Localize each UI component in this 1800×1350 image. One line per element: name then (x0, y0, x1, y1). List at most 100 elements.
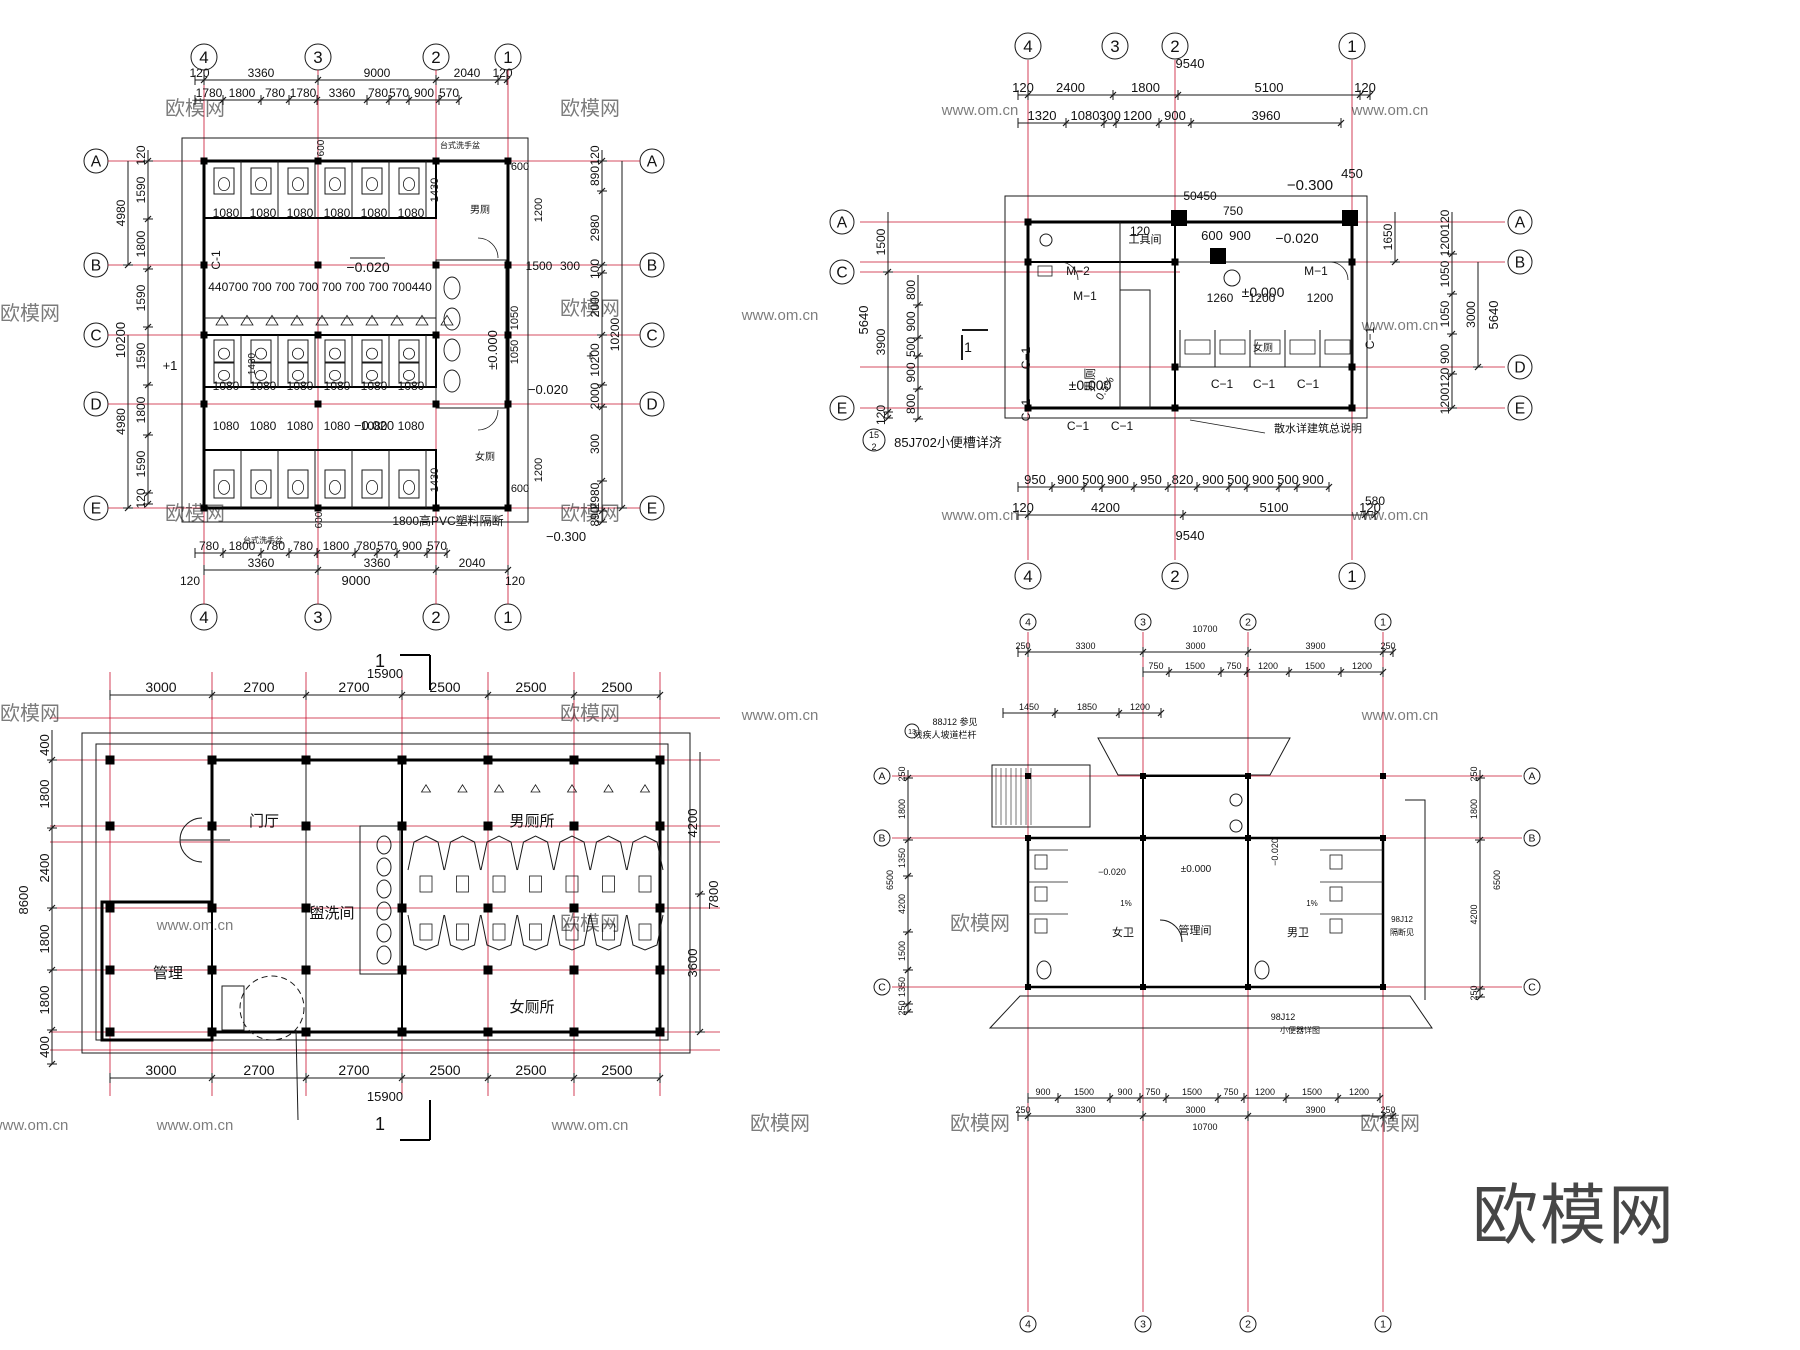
p4-dim-right-text: 1800 (1469, 799, 1479, 819)
p3-outer-line (81, 732, 691, 1054)
p3-section-bot: 1 (375, 1114, 385, 1134)
tick-slash (1130, 483, 1138, 491)
p2-axis-bottom-bubble (1014, 562, 1042, 590)
tick-slash (314, 76, 322, 84)
tick-slash (144, 381, 152, 389)
p4-axis-right-label: A (1529, 772, 1536, 783)
p4-women: 女卫 (1112, 925, 1134, 939)
watermark-url: www.om.cn (1351, 102, 1429, 119)
p1-toilet (398, 362, 420, 384)
p1-dim-bot2-text: 3360 (364, 556, 391, 570)
p1-axis-left-label: A (91, 153, 102, 170)
p3-column (207, 821, 217, 831)
p4-column (1245, 984, 1251, 990)
p1-600c: 600 (511, 483, 529, 495)
tick-slash (1379, 648, 1387, 656)
tick-slash (285, 549, 293, 557)
tick-slash (144, 157, 152, 165)
p4-pan (1329, 918, 1343, 934)
p4-ref2b: 小便器详图 (1280, 1025, 1320, 1035)
p2-column (1171, 404, 1179, 412)
p3-pan (456, 923, 469, 941)
p2-axis-right-bubble (1507, 395, 1533, 421)
p1-column (432, 504, 440, 512)
p4-axis-left-label: A (879, 772, 886, 783)
p4-accessible-wc (1036, 960, 1052, 980)
p2-dim-bot2-text: 4200 (1091, 500, 1120, 515)
p4-door (1159, 919, 1183, 943)
p3-dim-top-text: 2500 (601, 679, 632, 695)
p1-dim-bot1-text: 780 (293, 539, 313, 553)
p1-stall-dim: 1080 (287, 419, 314, 433)
tick-slash (1389, 1112, 1397, 1120)
watermark-brand: 欧模网 (560, 702, 620, 725)
p2-ref-bubble (862, 428, 886, 452)
p3-dim-bot-text: 2700 (338, 1062, 369, 1078)
tick-slash (884, 408, 892, 416)
watermark-brand: 欧模网 (950, 912, 1010, 935)
p2-120: 120 (1130, 224, 1150, 238)
tick-slash (1325, 483, 1333, 491)
p1-door-swing (477, 237, 499, 259)
p1-1050b: 1050 (509, 340, 521, 364)
p2-dim-right2-text: 1050 (1438, 300, 1452, 327)
p2-900: 900 (1229, 228, 1251, 243)
toilet-bowl (365, 479, 378, 495)
p4-dim-bot2-text: 3900 (1305, 1105, 1325, 1115)
p3-column (569, 755, 579, 765)
p2-dim-left-inner-text: 500 (904, 337, 918, 357)
p1-1200: 1200 (533, 198, 545, 222)
p3-stall-bottom (444, 914, 481, 951)
p4-dim-total-top: 10700 (1192, 624, 1217, 634)
p4-axis-left-label: B (879, 834, 886, 845)
p3-dim-top-text: 2700 (243, 679, 274, 695)
p4-column (1380, 773, 1386, 779)
tick-slash (124, 261, 132, 269)
p3-door-swing (179, 817, 203, 841)
p1-toilet (398, 469, 420, 499)
tick-slash (398, 691, 406, 699)
tick-slash (455, 96, 463, 104)
toilet-bowl (291, 347, 304, 360)
p2-pier (1210, 248, 1226, 264)
p3-pan (492, 875, 506, 893)
tick-slash (504, 566, 512, 574)
p4-dim-bot1-text: 750 (1223, 1087, 1238, 1097)
tick-slash (1244, 1112, 1252, 1120)
p4-basin (1229, 819, 1243, 833)
p1-300: 300 (560, 259, 580, 273)
p3-column (397, 1027, 407, 1037)
tick-slash (363, 96, 371, 104)
p1-urinal-dims: 440700 700 700 700 700 700 700 700440 (208, 280, 432, 294)
tick-slash (904, 872, 912, 880)
p4-axis-right-label: C (1528, 983, 1536, 994)
p1-column (314, 504, 322, 512)
tick-slash (598, 331, 606, 339)
tick-slash (1244, 648, 1252, 656)
p1-section-r: + (586, 348, 594, 363)
p4-axis-left-bubble (873, 978, 891, 996)
tick-slash (904, 928, 912, 936)
p1-dim-left-total-text: 4980 (114, 408, 128, 435)
p2-dim-top2-text: 300 (1099, 108, 1121, 123)
p2-c1-bottom: C−1 (1253, 377, 1276, 391)
p3-urinal (493, 784, 505, 793)
p1-toilet (250, 469, 272, 499)
p4-dim-left-text: 250 (897, 766, 907, 781)
p4-manage: 管理间 (1179, 923, 1212, 937)
p1-axis-right-label: C (646, 327, 657, 344)
p1-axis-top-label: 2 (431, 48, 440, 67)
p2-c1-bottom: C−1 (1211, 377, 1234, 391)
tick-slash (1109, 91, 1117, 99)
tick-slash (884, 268, 892, 276)
p3-stall-top (626, 835, 664, 871)
brand-watermark: 欧模网 (1472, 1177, 1676, 1254)
tick-slash (884, 414, 892, 422)
p1-toilet (213, 167, 235, 195)
p1-toilet (361, 167, 383, 195)
tick-slash (1100, 119, 1108, 127)
p3-pan (638, 923, 652, 941)
tick-slash (1379, 1112, 1387, 1120)
p2-dim-bot1-text: 950 (1140, 472, 1162, 487)
p2-axis-top-bubble (1014, 32, 1042, 60)
